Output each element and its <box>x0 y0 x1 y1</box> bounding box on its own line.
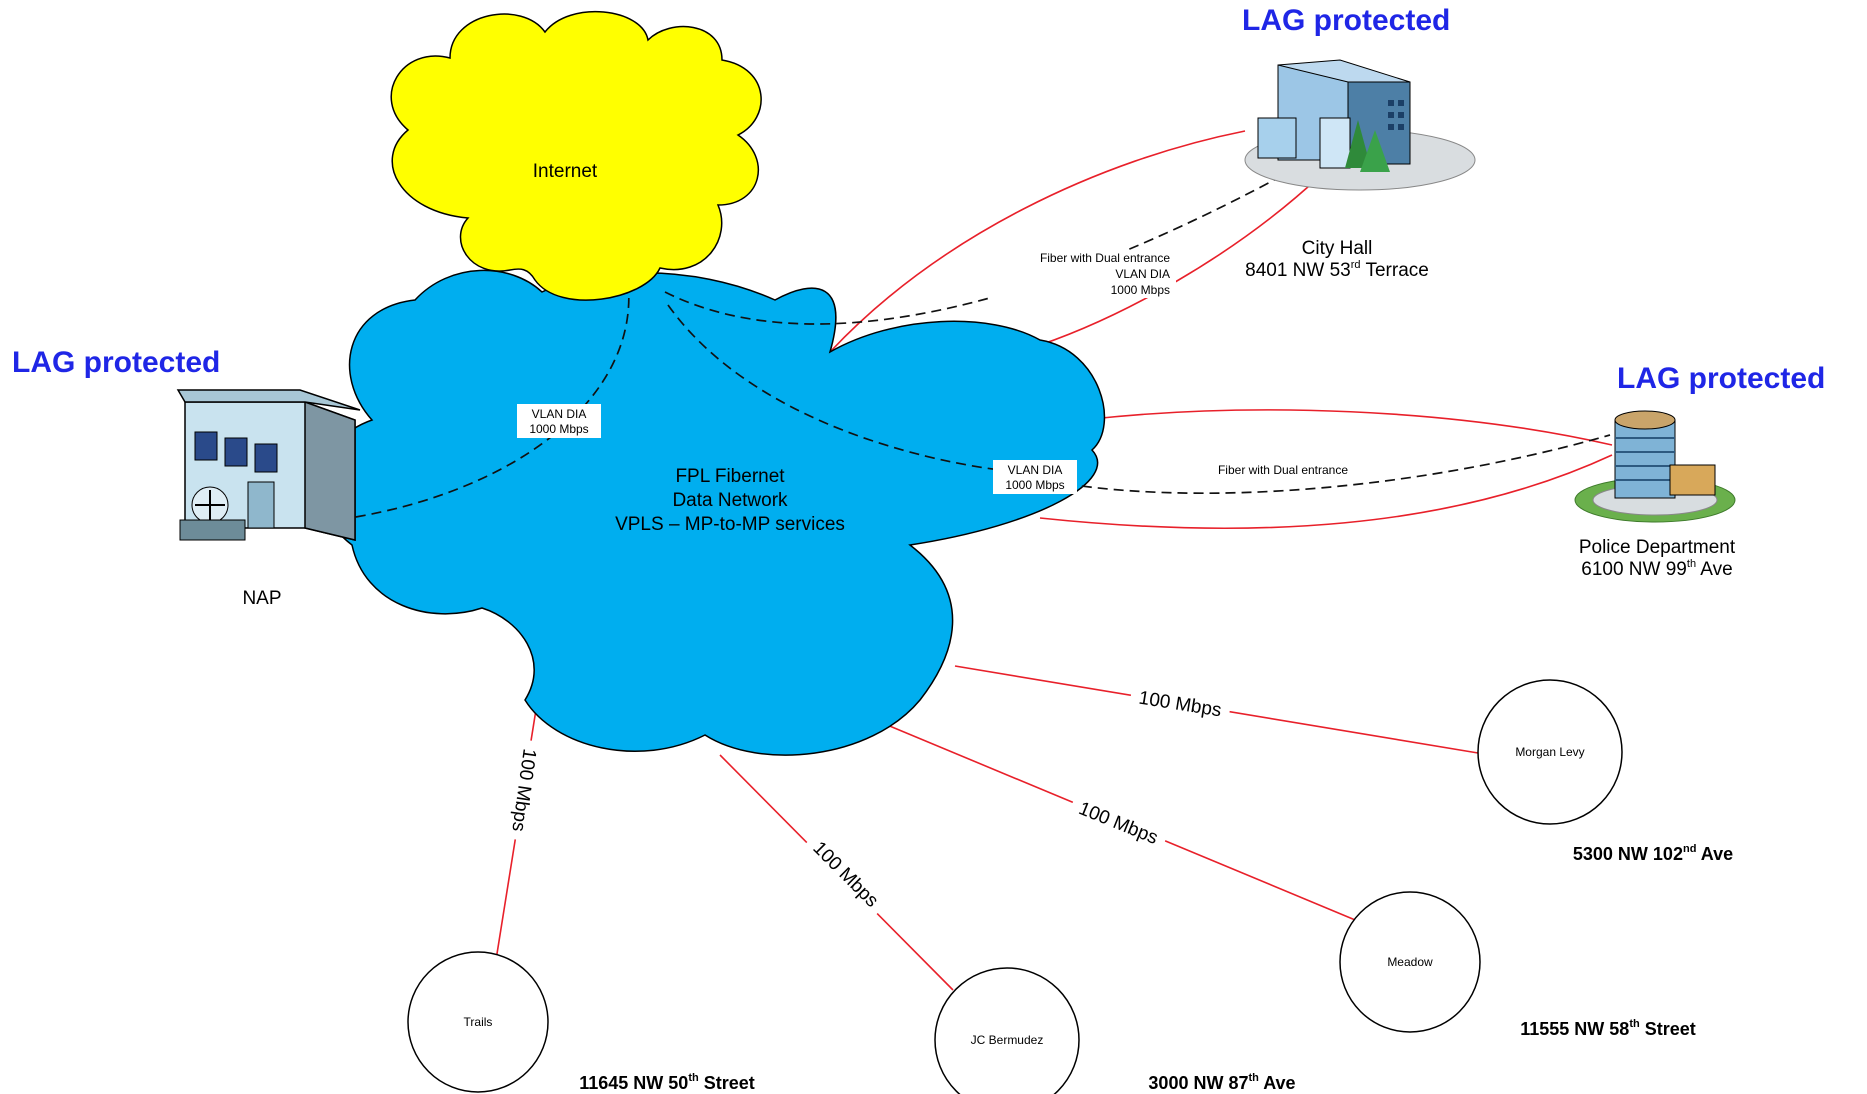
city-hall-link-line3: 1000 Mbps <box>1111 283 1170 297</box>
city-hall-address: 8401 NW 53rd Terrace <box>1245 259 1429 281</box>
site-trails-address: 11645 NW 50th Street <box>579 1072 755 1093</box>
fibernet-label-line3: VPLS – MP-to-MP services <box>615 514 845 535</box>
lag-label-police: LAG protected <box>1617 362 1825 395</box>
nap-building-icon <box>176 389 361 541</box>
nap-label: NAP <box>242 588 281 609</box>
fibernet-label-line1: FPL Fibernet <box>675 466 785 487</box>
police-name: Police Department <box>1579 537 1736 558</box>
police-vlan-line1: VLAN DIA <box>1008 463 1063 477</box>
internet-label: Internet <box>533 161 598 182</box>
city-hall-link-line1: Fiber with Dual entrance <box>1040 251 1170 265</box>
site-morgan-levy <box>1477 679 1623 825</box>
site-trails-label: Trails <box>464 1015 493 1029</box>
site-trails <box>407 951 549 1093</box>
svg-text:100 Mbps: 100 Mbps <box>808 838 882 912</box>
city-hall-name: City Hall <box>1302 238 1373 259</box>
site-meadow-label: Meadow <box>1387 955 1433 969</box>
site-jc-bermudez <box>934 967 1080 1094</box>
police-fiber-links <box>1039 409 1613 530</box>
speed-trails: 100 Mbps <box>506 739 544 842</box>
svg-text:100 Mbps: 100 Mbps <box>1076 798 1161 849</box>
site-meadow <box>1339 891 1481 1033</box>
speed-jc-bermudez: 100 Mbps <box>802 829 891 918</box>
city-hall-building-icon <box>1244 59 1476 191</box>
fibernet-cloud <box>319 269 1106 756</box>
site-meadow-address: 11555 NW 58th Street <box>1520 1018 1696 1039</box>
lag-label-nap: LAG protected <box>12 346 220 379</box>
speed-morgan-levy: 100 Mbps <box>1129 683 1232 723</box>
site-morgan-levy-label: Morgan Levy <box>1515 745 1584 759</box>
police-building-icon <box>1574 410 1736 523</box>
nap-vlan-line1: VLAN DIA <box>532 407 587 421</box>
internet-cloud <box>390 10 762 301</box>
site-jc-bermudez-label: JC Bermudez <box>971 1033 1044 1047</box>
lag-label-city-hall: LAG protected <box>1242 4 1450 37</box>
police-address: 6100 NW 99th Ave <box>1581 558 1732 580</box>
site-jc-bermudez-address: 3000 NW 87th Ave <box>1148 1072 1295 1093</box>
speed-meadow: 100 Mbps <box>1067 792 1170 853</box>
nap-vlan-line2: 1000 Mbps <box>529 422 588 436</box>
fibernet-label-line2: Data Network <box>672 490 788 511</box>
svg-text:100 Mbps: 100 Mbps <box>507 747 539 833</box>
city-hall-link-label: Fiber with Dual entrance VLAN DIA 1000 M… <box>992 250 1176 298</box>
nap-vlan-label: VLAN DIA 1000 Mbps <box>517 404 601 438</box>
site-morgan-levy-address: 5300 NW 102nd Ave <box>1573 843 1733 864</box>
police-fiber-label: Fiber with Dual entrance <box>1218 463 1348 477</box>
city-hall-fiber-links <box>829 130 1321 353</box>
police-vlan-label: VLAN DIA 1000 Mbps <box>993 460 1077 494</box>
police-vlan-line2: 1000 Mbps <box>1005 478 1064 492</box>
city-hall-link-line2: VLAN DIA <box>1115 267 1170 281</box>
